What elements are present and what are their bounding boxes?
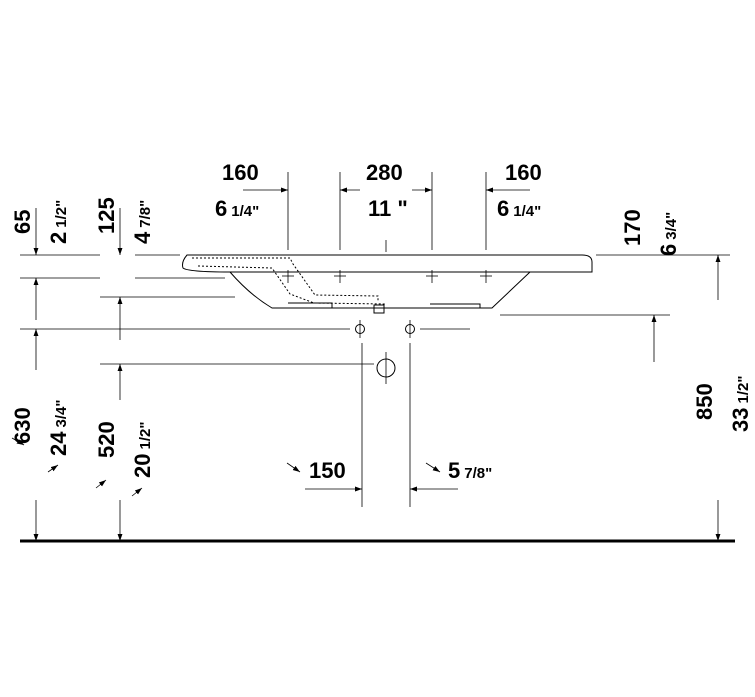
dim-850-mm: 850 (692, 383, 717, 420)
dimension-280-middle: 280 11 " (340, 160, 432, 221)
dimension-520-height: 520 201/2" (94, 364, 155, 541)
dimension-125-depth: 125 47/8" (94, 197, 155, 340)
dim-65-mm: 65 (10, 210, 35, 234)
tap-hole-markers (282, 270, 492, 283)
waste-outlet (376, 352, 396, 384)
dim-520-mm: 520 (94, 421, 119, 458)
basin-outline (182, 254, 593, 314)
reference-lines (20, 254, 730, 365)
dim-125-in: 47/8" (130, 200, 155, 244)
dimension-65-rim: 65 21/2" (10, 200, 71, 320)
dim-850-in: 331/2" (728, 376, 753, 432)
dim-150-mm: 150 (309, 458, 346, 483)
dim-280-mm: 280 (366, 160, 403, 185)
dimension-170-right: 170 63/4" (620, 209, 681, 362)
dim-160-left-mm: 160 (222, 160, 259, 185)
dim-170-in: 63/4" (656, 212, 681, 256)
dim-65-in: 21/2" (46, 200, 71, 244)
supply-connections (355, 320, 415, 338)
dimension-630-height: 630 243/4" (10, 329, 71, 541)
dim-160-right-mm: 160 (505, 160, 542, 185)
dim-125-mm: 125 (94, 197, 119, 234)
dim-630-mm: 630 (10, 407, 35, 444)
dim-520-in: 201/2" (130, 422, 155, 478)
dim-280-in: 11 " (368, 196, 408, 221)
tap-center-lines (287, 172, 487, 507)
dim-630-in: 243/4" (46, 400, 71, 456)
dimension-850-height: 850 331/2" (692, 255, 753, 541)
dim-170-mm: 170 (620, 209, 645, 246)
